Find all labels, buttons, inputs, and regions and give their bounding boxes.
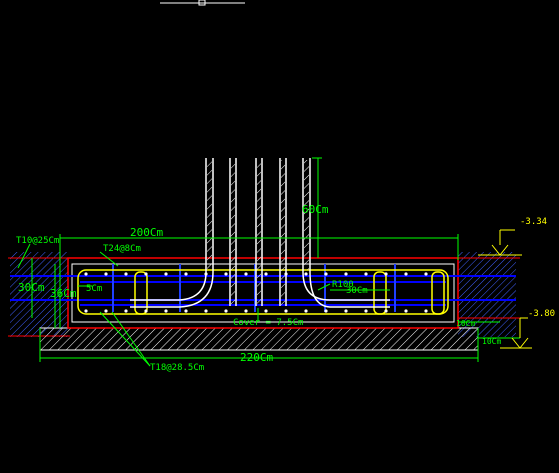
bar-dot — [424, 272, 428, 276]
beam-width-label: 200Cm — [130, 226, 163, 239]
ucs-crosshair — [160, 0, 245, 6]
blinding-depth-label: 10Cm — [482, 337, 501, 346]
bar-dot — [404, 309, 408, 313]
bar-dot — [344, 309, 348, 313]
bar-dot — [384, 309, 388, 313]
blinding-concrete — [39, 327, 479, 351]
bar-dot — [244, 272, 248, 276]
dimension-lines — [17, 157, 520, 367]
bar-dot — [264, 309, 268, 313]
stirrup-bar-label: T24@8Cm — [103, 244, 141, 254]
top-bar-label: T10@25Cm — [16, 236, 59, 246]
bar-dot — [304, 272, 308, 276]
bar-dot — [264, 272, 268, 276]
bar-dot — [184, 272, 188, 276]
column-bar-hatch — [207, 160, 309, 305]
stirrups — [77, 269, 449, 315]
bar-dot — [244, 309, 248, 313]
bar-dot — [224, 309, 228, 313]
bar-dot — [364, 309, 368, 313]
bottom-bar-label: T18@28.5Cm — [150, 363, 204, 373]
bar-dot — [224, 272, 228, 276]
bar-dot — [164, 309, 168, 313]
column-starter-bars — [130, 158, 390, 308]
bend-radius-label: R100 — [332, 280, 354, 290]
bar-dot — [84, 309, 88, 313]
blinding-offset-label: 10Cm — [456, 319, 475, 328]
column-height-label: 60Cm — [302, 203, 329, 216]
bar-section-dots — [84, 272, 428, 313]
soil-left — [8, 252, 70, 337]
bar-dot — [144, 272, 148, 276]
bar-dot — [404, 272, 408, 276]
bar-dot — [424, 309, 428, 313]
bar-dot — [304, 309, 308, 313]
beam-depth-label: 30Cm — [18, 281, 45, 294]
bar-dot — [124, 272, 128, 276]
bar-dot — [324, 309, 328, 313]
bar-dot — [124, 309, 128, 313]
hook-length-label: 30Cm — [346, 286, 368, 296]
level-marker-top — [478, 229, 522, 256]
bar-dot — [384, 272, 388, 276]
side-cover-label: 5Cm — [86, 284, 102, 294]
bar-dot — [204, 309, 208, 313]
bar-dot — [104, 309, 108, 313]
bar-dot — [84, 272, 88, 276]
bar-dot — [364, 272, 368, 276]
bar-dot — [164, 272, 168, 276]
soil-right — [456, 252, 520, 337]
bar-dot — [144, 309, 148, 313]
bar-dot — [184, 309, 188, 313]
level-bottom-label: -3.80 — [528, 309, 555, 319]
vertical-bars — [112, 264, 396, 312]
footing-width-label: 220Cm — [240, 351, 273, 364]
bar-dot — [104, 272, 108, 276]
bar-dot — [284, 309, 288, 313]
bar-dot — [344, 272, 348, 276]
level-marker-bottom — [500, 317, 532, 349]
bar-dot — [324, 272, 328, 276]
cover-note-label: Cover = 7.5Cm — [233, 318, 303, 328]
footing-depth-label: 36Cm — [50, 287, 77, 300]
level-top-label: -3.34 — [520, 217, 547, 227]
